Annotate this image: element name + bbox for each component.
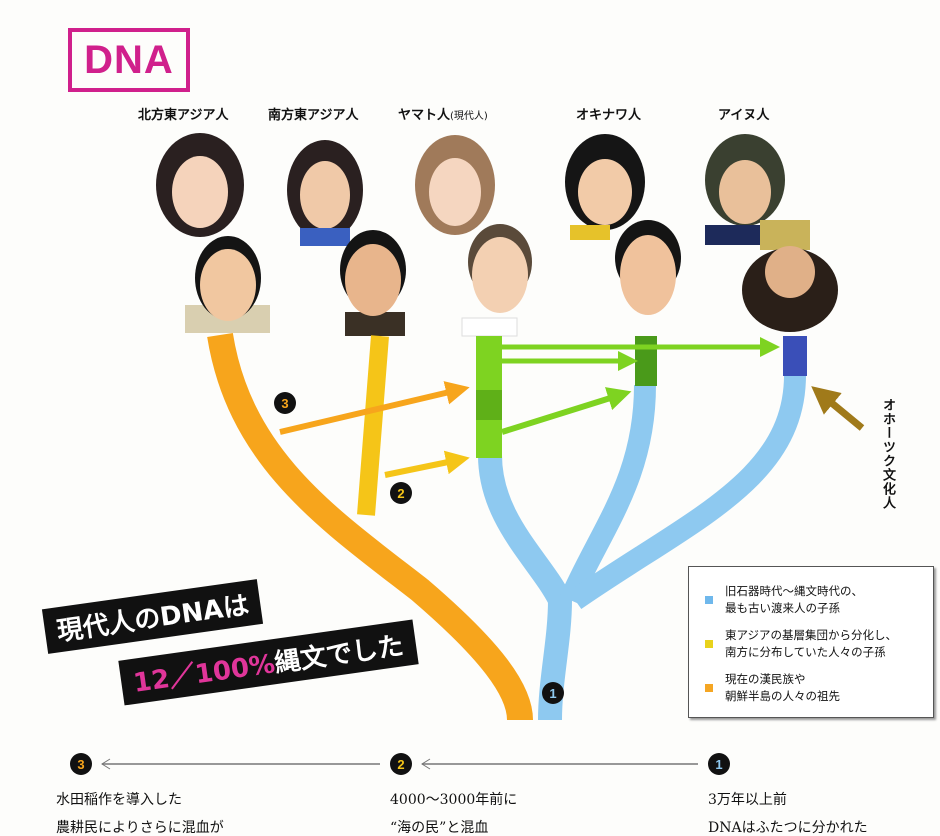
legend-item-yellow: 東アジアの基層集団から分化し、南方に分布していた人々の子孫	[705, 627, 897, 661]
legend-swatch-blue	[705, 596, 713, 604]
legend-text: 東アジアの基層集団から分化し、	[725, 628, 898, 642]
label-yamato-note: (現代人)	[450, 111, 488, 122]
face-north-male	[185, 236, 270, 333]
arrow-okhotsk	[811, 386, 865, 431]
label-yamato-name: ヤマト人	[398, 108, 451, 123]
arrow-yellow	[384, 450, 470, 478]
face-yamato-male	[461, 224, 532, 337]
label-okinawa: オキナワ人	[576, 108, 642, 123]
branch-blue-left	[478, 454, 573, 721]
label-yamato: ヤマト人(現代人)	[398, 104, 488, 123]
segment-navy-ainu	[783, 336, 807, 376]
label-north-east-asian: 北方東アジア人	[138, 108, 229, 123]
timeline-num-3: 3	[70, 753, 92, 775]
timeline-line: 4000〜3000年前に	[390, 792, 518, 808]
face-okinawa-male	[615, 220, 681, 315]
branch-blue-right	[568, 374, 806, 610]
marker-2: 2	[390, 482, 412, 504]
face-north-female	[156, 133, 244, 237]
face-okhotsk-male	[742, 220, 838, 332]
timeline-text-2: 4000〜3000年前に “海の民”と混血	[390, 786, 517, 836]
legend-text: 現在の漢民族や	[725, 672, 806, 686]
face-south-male	[340, 230, 406, 336]
legend-text: 最も古い渡来人の子孫	[725, 601, 840, 615]
segment-darkgreen-yamato	[476, 390, 502, 420]
face-ainu-female	[705, 134, 785, 245]
legend-item-blue: 旧石器時代〜縄文時代の、最も古い渡来人の子孫	[705, 583, 863, 617]
face-yamato-female	[415, 135, 495, 235]
timeline-line: “海の民”と混血	[390, 820, 489, 836]
legend-item-orange: 現在の漢民族や朝鮮半島の人々の祖先	[705, 671, 840, 705]
male-faces	[185, 220, 838, 337]
legend-text: 朝鮮半島の人々の祖先	[725, 689, 840, 703]
legend: 旧石器時代〜縄文時代の、最も古い渡来人の子孫 東アジアの基層集団から分化し、南方…	[688, 566, 934, 718]
arrow-orange	[279, 381, 470, 435]
timeline-arrowhead-2	[421, 758, 431, 770]
title-box: DNA	[68, 28, 190, 92]
label-south-east-asian: 南方東アジア人	[268, 108, 359, 123]
timeline-line: DNAはふたつに分かれた	[708, 820, 868, 836]
marker-1: 1	[542, 682, 564, 704]
timeline-num-1: 1	[708, 753, 730, 775]
legend-text: 南方に分布していた人々の子孫	[725, 645, 886, 659]
timeline-text-3: 水田稲作を導入した農耕民によりさらに混血が	[56, 786, 224, 836]
timeline-line: 水田稲作を導入した	[56, 792, 182, 808]
timeline-num-2: 2	[390, 753, 412, 775]
arrow-green-3	[501, 387, 632, 435]
branch-blue-mid	[559, 384, 656, 605]
branch-orange	[207, 332, 533, 721]
label-okhotsk: オホーツク文化人	[880, 398, 895, 510]
face-south-female	[287, 140, 363, 246]
branch-yellow	[357, 335, 389, 516]
female-faces	[156, 133, 785, 246]
face-okinawa-female	[565, 134, 645, 240]
segment-green-okinawa	[635, 336, 657, 386]
timeline-text-1: 3万年以上前 DNAはふたつに分かれた	[708, 786, 868, 836]
timeline-line: 3万年以上前	[708, 792, 787, 808]
legend-swatch-orange	[705, 684, 713, 692]
label-ainu: アイヌ人	[718, 108, 770, 123]
marker-3: 3	[274, 392, 296, 414]
timeline-line: 農耕民によりさらに混血が	[56, 820, 224, 836]
timeline-arrowhead-3	[101, 758, 111, 770]
legend-swatch-yellow	[705, 640, 713, 648]
legend-text: 旧石器時代〜縄文時代の、	[725, 584, 863, 598]
